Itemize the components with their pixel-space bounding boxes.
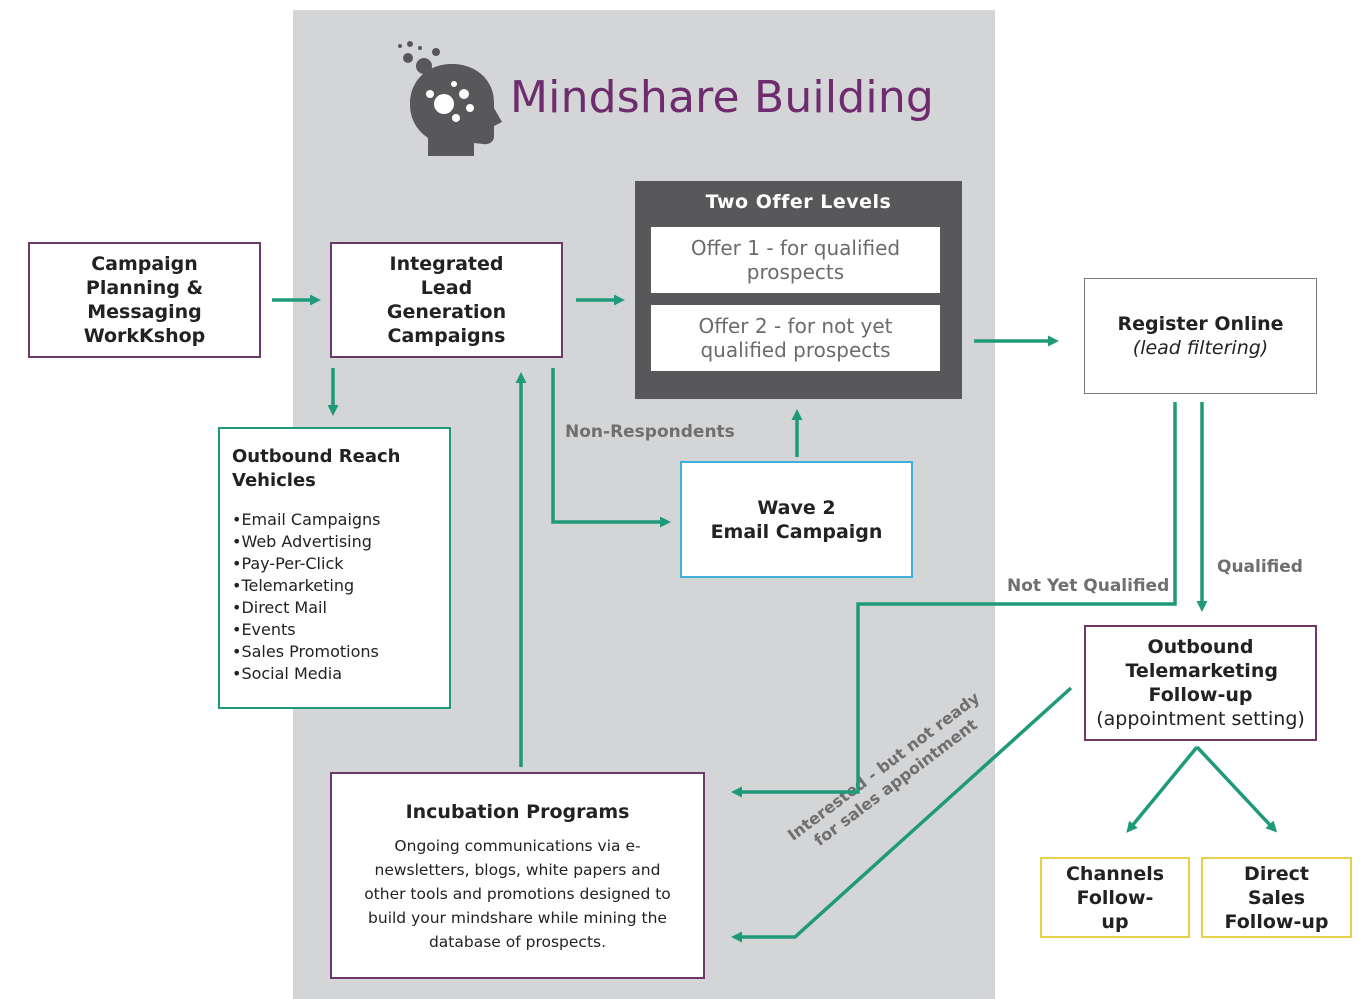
arrow-not-yet-qualified: [731, 402, 1177, 798]
integrated-lead-label: Integrated Lead Generation Campaigns: [386, 253, 507, 347]
direct-sales-box: Direct Sales Follow-up: [1201, 857, 1352, 938]
two-offer-levels-box: Two Offer Levels Offer 1 - for qualified…: [635, 181, 962, 399]
register-online-subtitle: (lead filtering): [1132, 337, 1269, 359]
arrow-non-respondents: [551, 368, 671, 528]
telemarketing-subtitle: (appointment setting): [1096, 708, 1305, 730]
list-item: Events: [232, 619, 437, 641]
list-item: Social Media: [232, 663, 437, 685]
direct-sales-label: Direct Sales Follow-up: [1224, 862, 1329, 933]
campaign-planning-box: Campaign Planning & Messaging WorkKshop: [28, 242, 261, 358]
outbound-reach-box: Outbound Reach Vehicles Email Campaigns …: [218, 427, 451, 709]
wave2-line1: Wave 2: [757, 496, 836, 519]
register-online-title: Register Online: [1117, 313, 1284, 335]
head-brain-icon: [398, 41, 502, 156]
non-respondents-label: Non-Respondents: [565, 422, 735, 442]
wave2-box: Wave 2 Email Campaign: [680, 461, 913, 578]
arrow-to-channels: [1126, 745, 1199, 833]
qualified-label: Qualified: [1217, 557, 1303, 577]
offer-2-label: Offer 2 - for not yet qualified prospect…: [698, 314, 893, 362]
register-online-box: Register Online (lead filtering): [1084, 278, 1317, 394]
two-offer-levels-title: Two Offer Levels: [705, 191, 892, 213]
outbound-reach-title: Outbound Reach Vehicles: [232, 446, 401, 491]
not-yet-qualified-label: Not Yet Qualified: [1007, 576, 1170, 596]
integrated-lead-box: Integrated Lead Generation Campaigns: [330, 242, 563, 358]
page-title: Mindshare Building: [510, 72, 935, 123]
campaign-planning-label: Campaign Planning & Messaging WorkKshop: [83, 253, 206, 347]
incubation-box: Incubation Programs Ongoing communicatio…: [330, 772, 705, 979]
outbound-reach-list: Email Campaigns Web Advertising Pay-Per-…: [232, 509, 437, 685]
list-item: Sales Promotions: [232, 641, 437, 663]
offer-1-label: Offer 1 - for qualified prospects: [690, 236, 901, 284]
arrow-interested: [731, 686, 1073, 943]
list-item: Pay-Per-Click: [232, 553, 437, 575]
list-item: Email Campaigns: [232, 509, 437, 531]
wave2-line2: Email Campaign: [710, 520, 883, 543]
telemarketing-title: Outbound Telemarketing Follow-up: [1125, 636, 1278, 706]
offer-1: Offer 1 - for qualified prospects: [651, 227, 940, 293]
incubation-title: Incubation Programs: [405, 801, 630, 823]
list-item: Web Advertising: [232, 531, 437, 553]
list-item: Telemarketing: [232, 575, 437, 597]
channels-box: Channels Follow-up: [1040, 857, 1190, 938]
channels-label: Channels Follow-up: [1065, 862, 1165, 933]
telemarketing-box: Outbound Telemarketing Follow-up (appoin…: [1084, 625, 1317, 741]
offer-2: Offer 2 - for not yet qualified prospect…: [651, 305, 940, 371]
arrow-to-direct-sales: [1195, 745, 1278, 833]
incubation-body: Ongoing communications via e-newsletters…: [364, 837, 671, 951]
list-item: Direct Mail: [232, 597, 437, 619]
